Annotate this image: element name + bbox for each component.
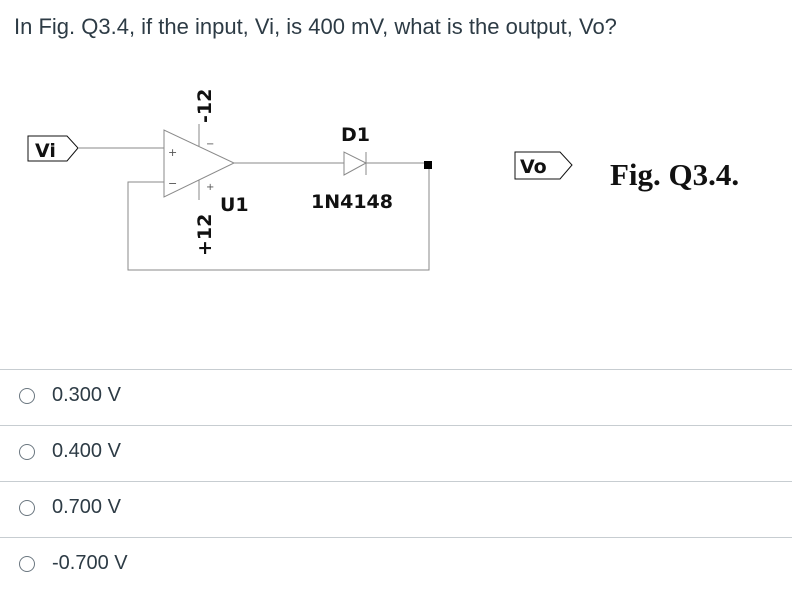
- opamp-label: U1: [220, 194, 249, 216]
- feedback-wire: [127, 169, 430, 271]
- answer-label: -0.700 V: [52, 552, 128, 574]
- answer-list: 0.300 V 0.400 V 0.700 V -0.700 V: [0, 369, 792, 593]
- svg-text:+: +: [206, 182, 214, 193]
- output-label: Vo: [520, 156, 547, 178]
- junction-node: [424, 161, 432, 169]
- diode-d1: D1 1N4148: [311, 124, 393, 213]
- opamp-u1: + − − + U1: [163, 124, 249, 216]
- radio-button[interactable]: [19, 388, 35, 404]
- answer-label: 0.300 V: [52, 384, 121, 406]
- opamp-minus-sign: −: [168, 177, 177, 190]
- input-label: Vi: [35, 140, 56, 162]
- opamp-plus-sign: +: [168, 146, 177, 159]
- answer-option-4[interactable]: -0.700 V: [0, 537, 792, 593]
- svg-text:−: −: [206, 139, 214, 150]
- answer-option-1[interactable]: 0.300 V: [0, 369, 792, 425]
- answer-label: 0.400 V: [52, 440, 121, 462]
- figure-caption: Fig. Q3.4.: [610, 157, 739, 192]
- output-port-vo: Vo: [514, 151, 573, 180]
- answer-option-3[interactable]: 0.700 V: [0, 481, 792, 537]
- pos-supply-label: +12: [194, 214, 216, 256]
- diode-part-label: 1N4148: [311, 191, 393, 213]
- radio-button[interactable]: [19, 500, 35, 516]
- neg-supply-label: -12: [194, 89, 216, 123]
- radio-button[interactable]: [19, 556, 35, 572]
- diode-ref-label: D1: [341, 124, 370, 146]
- input-port-vi: Vi: [27, 135, 79, 162]
- radio-button[interactable]: [19, 444, 35, 460]
- answer-option-2[interactable]: 0.400 V: [0, 425, 792, 481]
- circuit-figure: Vi + − − + U1 -12 +12 D1 1N4148 Vo Fig. …: [27, 89, 739, 271]
- answer-label: 0.700 V: [52, 496, 121, 518]
- question-text: In Fig. Q3.4, if the input, Vi, is 400 m…: [14, 14, 617, 39]
